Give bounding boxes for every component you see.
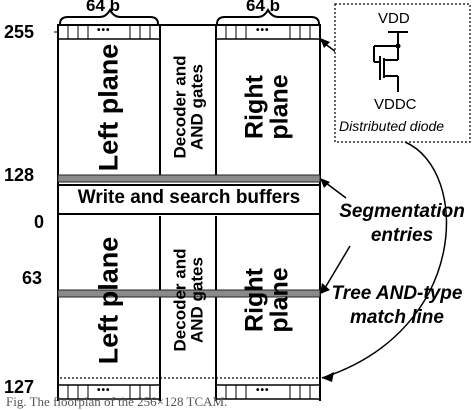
- bottom-right-cell-row: [215, 384, 321, 400]
- top-left-dots: •••: [97, 25, 111, 36]
- row-label-128: 128: [4, 165, 35, 185]
- left-plane-top: Left plane: [93, 43, 124, 171]
- decoder-bottom: Decoder and AND gates: [170, 248, 207, 352]
- segmentation-bar-top: [57, 174, 321, 183]
- row-label-63: 63: [22, 268, 43, 288]
- left-bit-width: 64 b: [86, 0, 121, 15]
- bottom-left-cell-row: [57, 384, 161, 400]
- curved-arrow: [321, 141, 448, 379]
- segmentation-line2: entries: [370, 225, 434, 246]
- vdd-label: VDD: [378, 10, 410, 27]
- tree-line2: match line: [350, 307, 444, 328]
- segmentation-line1: Segmentation: [339, 201, 465, 222]
- vddc-label: VDDC: [374, 96, 417, 113]
- right-plane-top: Right plane: [240, 74, 294, 140]
- figure-caption: Fig. The floorplan of the 256×128 TCAM.: [6, 394, 228, 409]
- inset-caption: Distributed diode: [339, 118, 445, 134]
- decoder-top: Decoder and AND gates: [170, 55, 207, 159]
- segmentation-bar-bottom: [57, 289, 321, 298]
- row-label-0: 0: [34, 212, 45, 232]
- row-label-255: 255: [4, 22, 35, 42]
- bit-width-braces: [54, 3, 471, 401]
- row-label-127: 127: [4, 377, 35, 397]
- bottom-right-dots: •••: [256, 385, 270, 396]
- write-search-buffers: Write and search buffers: [77, 187, 301, 208]
- right-plane-bottom: Right plane: [240, 267, 294, 333]
- left-plane-bottom: Left plane: [93, 236, 124, 364]
- segmentation-label: Segmentation entries: [334, 200, 470, 248]
- tree-line1: Tree AND-type: [331, 283, 463, 304]
- top-right-cell-row: [215, 24, 321, 40]
- tree-match-label: Tree AND-type match line: [322, 282, 472, 330]
- bottom-left-dots: •••: [97, 385, 111, 396]
- top-right-dots: •••: [256, 25, 270, 36]
- inset-box: [334, 3, 471, 143]
- right-bit-width: 64 b: [246, 0, 281, 15]
